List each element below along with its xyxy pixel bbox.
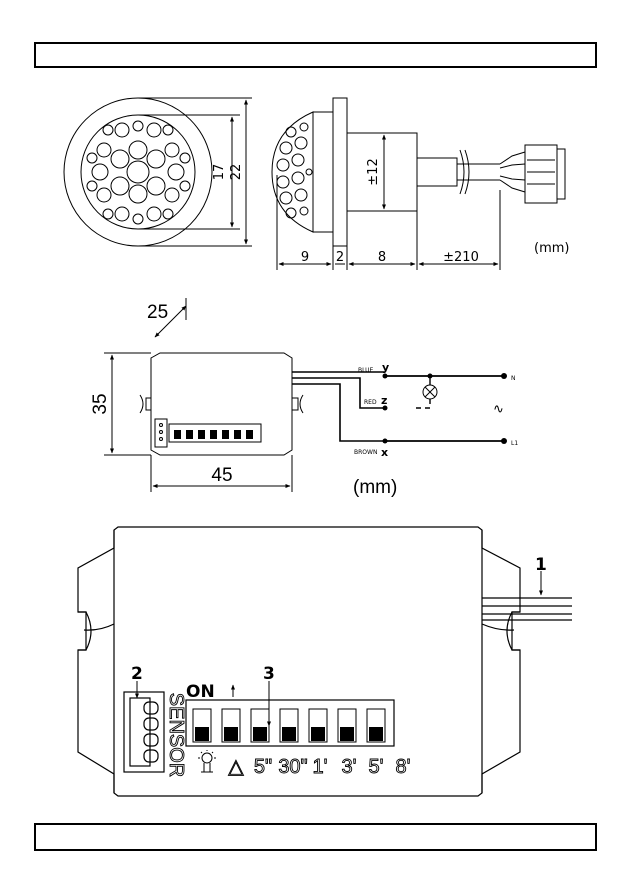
callout-arrows	[137, 571, 541, 726]
terminal-l1: L1	[511, 440, 518, 447]
wire-1	[500, 152, 525, 164]
side-body	[347, 133, 417, 211]
unit-label-2: (mm)	[353, 477, 397, 498]
dim-210-label: ±210	[443, 250, 479, 265]
callout-2: 2	[131, 664, 143, 684]
dim-8-label: 8	[378, 250, 386, 265]
terminal-x: x	[381, 446, 388, 459]
terminal-n: N	[511, 375, 516, 382]
dim-35-label: 35	[90, 393, 111, 414]
front-lens	[81, 115, 195, 229]
light-sensor-icon	[198, 750, 216, 772]
ac-symbol: ∿	[493, 402, 504, 417]
module-outline	[151, 353, 292, 455]
dim-12-label: ±12	[366, 158, 381, 185]
wire-label-brown: BROWN	[354, 449, 377, 456]
dim-25-label: 25	[147, 302, 168, 323]
unit-label-1: (mm)	[534, 241, 569, 256]
dip-label: 5"	[254, 756, 272, 778]
side-base-ring	[313, 112, 333, 232]
side-cable-sleeve	[417, 158, 457, 186]
terminal-y: y	[382, 361, 389, 374]
callout-3: 3	[263, 664, 275, 684]
detail-dip-cells	[193, 709, 385, 742]
wire-label-red: RED	[364, 399, 377, 406]
sensor-head-view	[64, 98, 565, 270]
dim-22-label: 22	[229, 164, 244, 181]
module-wiring-view	[104, 298, 504, 492]
dim-17-label: 17	[212, 164, 227, 181]
dip-label: 3'	[342, 756, 357, 778]
dip-label: 8'	[396, 756, 411, 778]
front-lens-facets	[87, 121, 190, 224]
side-flange	[333, 98, 347, 246]
dip-labels: △ 5" 30" 1' 3' 5' 8'	[228, 756, 410, 778]
sensor-label: SENSOR	[165, 693, 187, 777]
dip-label: 30"	[278, 756, 307, 778]
terminal-z: z	[381, 394, 387, 407]
dip-label: △	[228, 756, 244, 778]
dim-45-label: 45	[211, 465, 232, 486]
on-label: ON	[186, 682, 215, 702]
callout-1: 1	[535, 555, 547, 575]
dip-label: 5'	[369, 756, 384, 778]
side-lens-facets	[277, 123, 312, 218]
wiring-nodes	[383, 373, 508, 444]
dip-label: 1'	[313, 756, 328, 778]
cable-break-mark	[460, 150, 464, 194]
side-connector	[525, 145, 557, 203]
dim-2-label: 2	[336, 250, 344, 265]
wire-brown	[292, 384, 385, 441]
dim-9-label: 9	[301, 250, 309, 265]
wire-label-blue: BLUE	[358, 367, 374, 374]
